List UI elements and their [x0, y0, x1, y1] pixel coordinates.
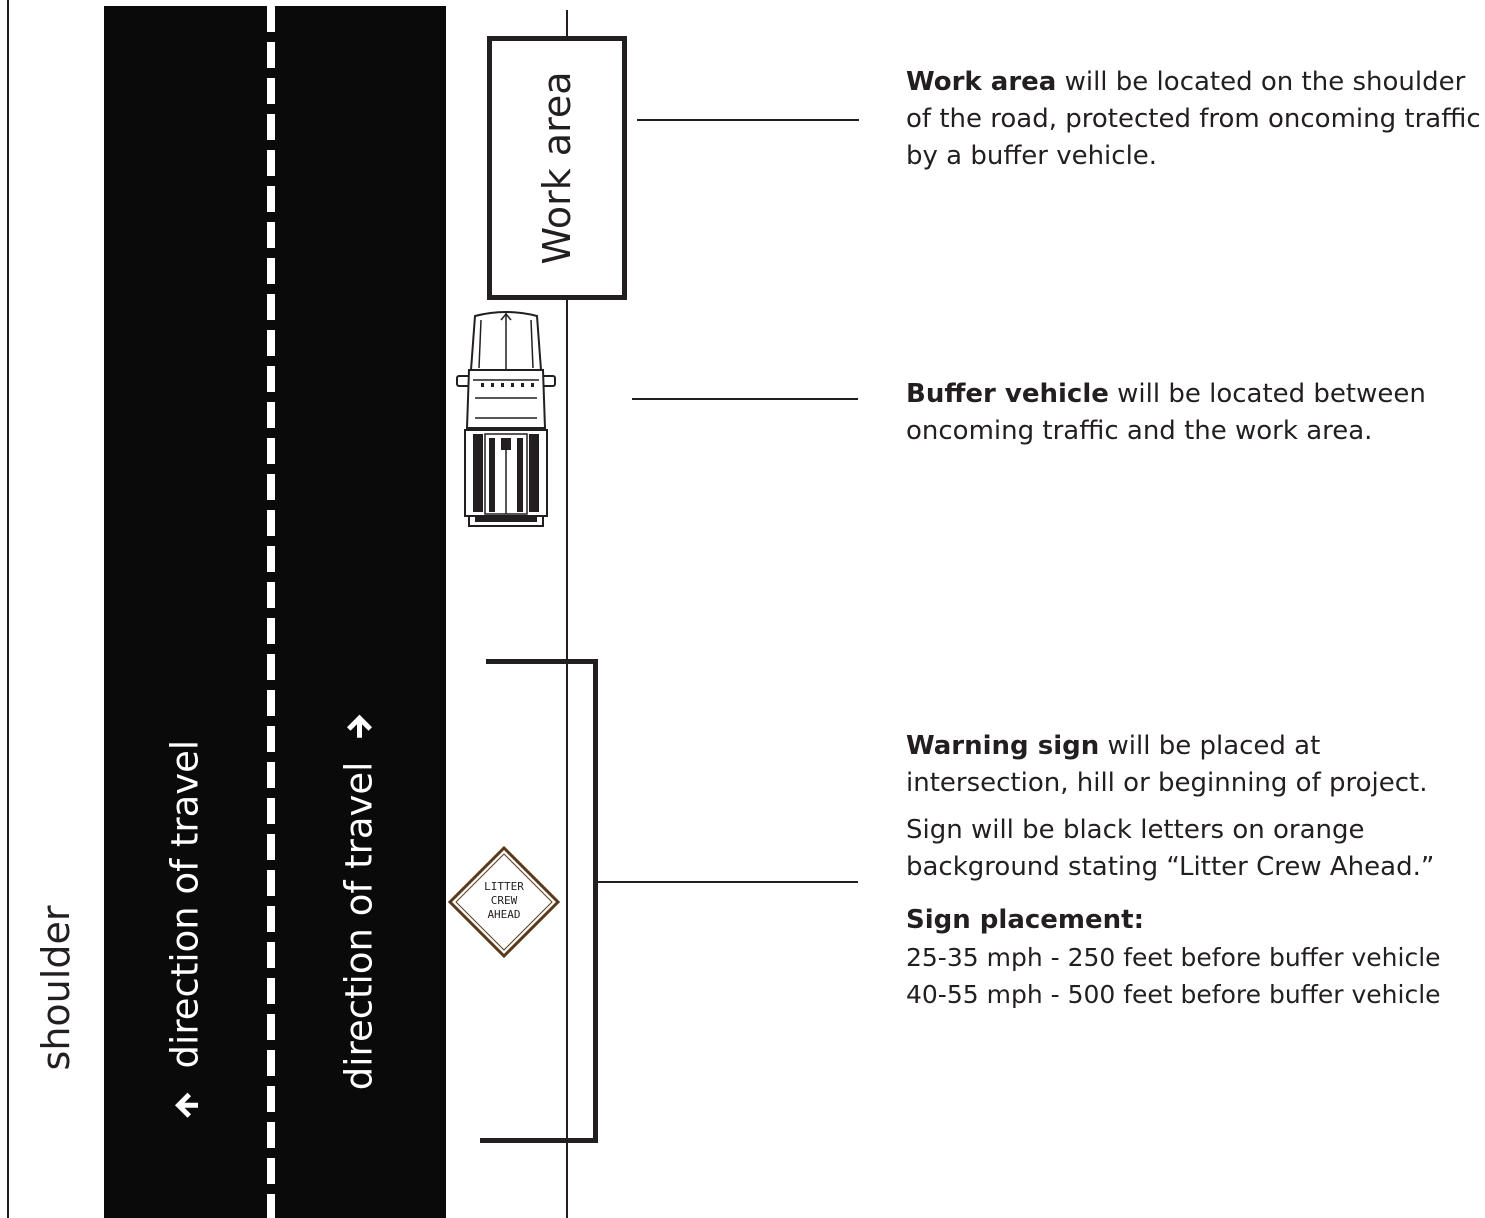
warning-sign-heading: Warning sign [906, 731, 1100, 761]
warning-sign-description: will be placed at intersection, hill or … [906, 731, 1428, 798]
warning-sign-leader-line [598, 881, 858, 883]
arrow-down-icon [174, 1092, 198, 1118]
work-area-callout: Work area will be located on the shoulde… [906, 64, 1481, 175]
buffer-vehicle-leader-line [632, 398, 858, 400]
direction-label-southbound: direction of travel [162, 740, 207, 1120]
work-area-heading: Work area [906, 67, 1057, 97]
sign-line-1: LITTER [484, 880, 524, 893]
work-area-box [487, 36, 627, 300]
sign-placement-item: 40-55 mph - 500 feet before buffer vehic… [906, 980, 1441, 1009]
warning-sign-paragraph: Warning sign will be placed at intersect… [906, 728, 1481, 802]
sign-placement-item: 25-35 mph - 250 feet before buffer vehic… [906, 943, 1441, 972]
direction-label-northbound: direction of travel [336, 710, 381, 1090]
direction-text: direction of travel [163, 739, 207, 1069]
work-area-description: will be located on the shoulder of the r… [906, 67, 1481, 171]
shoulder-edge-line [7, 0, 9, 1218]
direction-text: direction of travel [337, 761, 381, 1091]
buffer-vehicle-callout: Buffer vehicle will be located between o… [906, 376, 1466, 450]
sign-placement-heading: Sign placement: [906, 905, 1144, 935]
warning-sign-icon: LITTER CREW AHEAD [448, 846, 560, 958]
sign-zone-bracket-side [593, 659, 598, 1143]
buffer-vehicle-heading: Buffer vehicle [906, 379, 1109, 409]
sign-line-2: CREW [491, 894, 518, 907]
sign-zone-bracket-top [486, 659, 598, 664]
road-center-dashed-line [267, 6, 275, 1218]
shoulder-label: shoulder [34, 905, 78, 1071]
arrow-up-icon [346, 714, 372, 738]
sign-note: Sign will be black letters on orange bac… [906, 815, 1435, 882]
work-area-leader-line [637, 119, 859, 121]
warning-sign-callout: Warning sign will be placed at intersect… [906, 728, 1481, 1013]
sign-zone-bracket-bottom [480, 1138, 598, 1143]
buffer-vehicle-description: will be located between oncoming traffic… [906, 379, 1426, 446]
sign-line-3: AHEAD [487, 908, 520, 921]
work-area-box-label: Work area [535, 71, 579, 265]
pickup-truck-icon [456, 311, 556, 527]
road-edge-line [566, 10, 568, 1218]
